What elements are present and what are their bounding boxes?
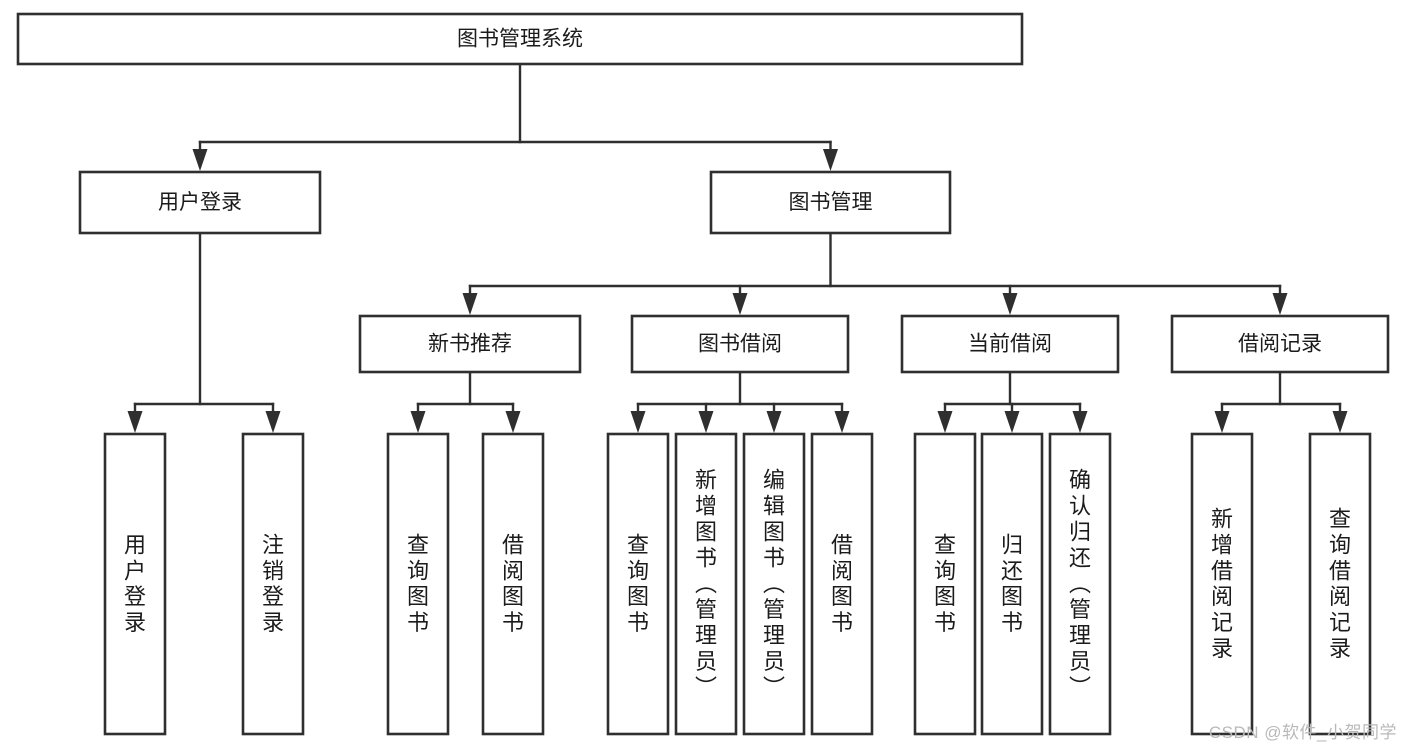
node-box[interactable] [630,314,850,374]
node-box[interactable] [709,170,952,235]
node-label: 查询图书 [934,532,956,635]
node-leaf-borrow-book-2[interactable]: 借阅图书 [810,432,874,736]
node-leaf-add-record[interactable]: 新增借阅记录 [1190,432,1254,736]
node-label: 借阅图书 [831,532,853,635]
node-leaf-edit-book[interactable]: 编辑图书︵管理员︶ [742,432,806,736]
node-box[interactable] [900,314,1120,374]
node-leaf-query-book-1[interactable]: 查询图书 [386,432,450,736]
connector-group-current-borrow [937,370,1088,433]
connector-group-book-manage [462,231,1288,315]
node-box[interactable] [1048,432,1112,736]
node-box[interactable] [386,432,450,736]
node-book-manage[interactable]: 图书管理 [709,170,952,235]
node-box[interactable] [1308,432,1372,736]
node-box[interactable] [1170,314,1390,374]
node-label: 图书借阅 [698,333,782,356]
node-box[interactable] [358,314,582,374]
node-box[interactable] [103,432,167,736]
node-leaf-borrow-book-1[interactable]: 借阅图书 [481,432,545,736]
node-label: 当前借阅 [968,333,1052,356]
node-box[interactable] [606,432,670,736]
node-label: 查询图书 [627,532,649,635]
node-box[interactable] [810,432,874,736]
node-label: 用户登录 [158,191,242,214]
node-label: 注销登录 [262,532,284,635]
node-root[interactable]: 图书管理系统 [16,12,1024,66]
node-label: 归还图书 [1001,532,1023,635]
node-label: 图书管理 [789,191,873,214]
node-box[interactable] [1190,432,1254,736]
node-label: 确认归还︵管理员︶ [1069,467,1091,700]
node-new-book-recommend[interactable]: 新书推荐 [358,314,582,374]
node-box[interactable] [78,170,322,235]
node-book-borrow[interactable]: 图书借阅 [630,314,850,374]
connector-group-user-login [127,231,281,433]
node-box[interactable] [241,432,305,736]
node-box[interactable] [913,432,977,736]
node-label: 编辑图书︵管理员︶ [763,467,785,700]
connector-group-borrow-record [1214,370,1348,433]
node-label: 新书推荐 [428,333,512,356]
node-leaf-query-book-3[interactable]: 查询图书 [913,432,977,736]
node-box[interactable] [674,432,738,736]
node-leaf-add-book[interactable]: 新增图书︵管理员︶ [674,432,738,736]
node-current-borrow[interactable]: 当前借阅 [900,314,1120,374]
node-box[interactable] [481,432,545,736]
node-layer: 图书管理系统用户登录图书管理新书推荐图书借阅当前借阅借阅记录用户登录注销登录查询… [16,12,1390,736]
node-label: 借阅图书 [502,532,524,635]
node-label: 借阅记录 [1238,333,1322,356]
node-box[interactable] [980,432,1044,736]
node-leaf-query-book-2[interactable]: 查询图书 [606,432,670,736]
node-leaf-query-record[interactable]: 查询借阅记录 [1308,432,1372,736]
connector-group-new-book-recommend [410,370,521,433]
watermark-label: CSDN @软件_小贺同学 [1208,723,1397,742]
node-user-login[interactable]: 用户登录 [78,170,322,235]
node-leaf-user-login[interactable]: 用户登录 [103,432,167,736]
node-label: 用户登录 [124,532,146,635]
connector-layer [127,62,1348,433]
connector-group-root [192,62,838,171]
node-leaf-return-book[interactable]: 归还图书 [980,432,1044,736]
node-box[interactable] [742,432,806,736]
node-label: 查询借阅记录 [1329,506,1351,661]
node-leaf-logout[interactable]: 注销登录 [241,432,305,736]
node-label: 图书管理系统 [457,28,583,51]
node-box[interactable] [16,12,1024,66]
node-label: 新增图书︵管理员︶ [695,467,717,700]
connector-group-book-borrow [630,370,850,433]
node-label: 查询图书 [407,532,429,635]
node-label: 新增借阅记录 [1211,506,1233,661]
node-leaf-confirm-return[interactable]: 确认归还︵管理员︶ [1048,432,1112,736]
node-borrow-record[interactable]: 借阅记录 [1170,314,1390,374]
